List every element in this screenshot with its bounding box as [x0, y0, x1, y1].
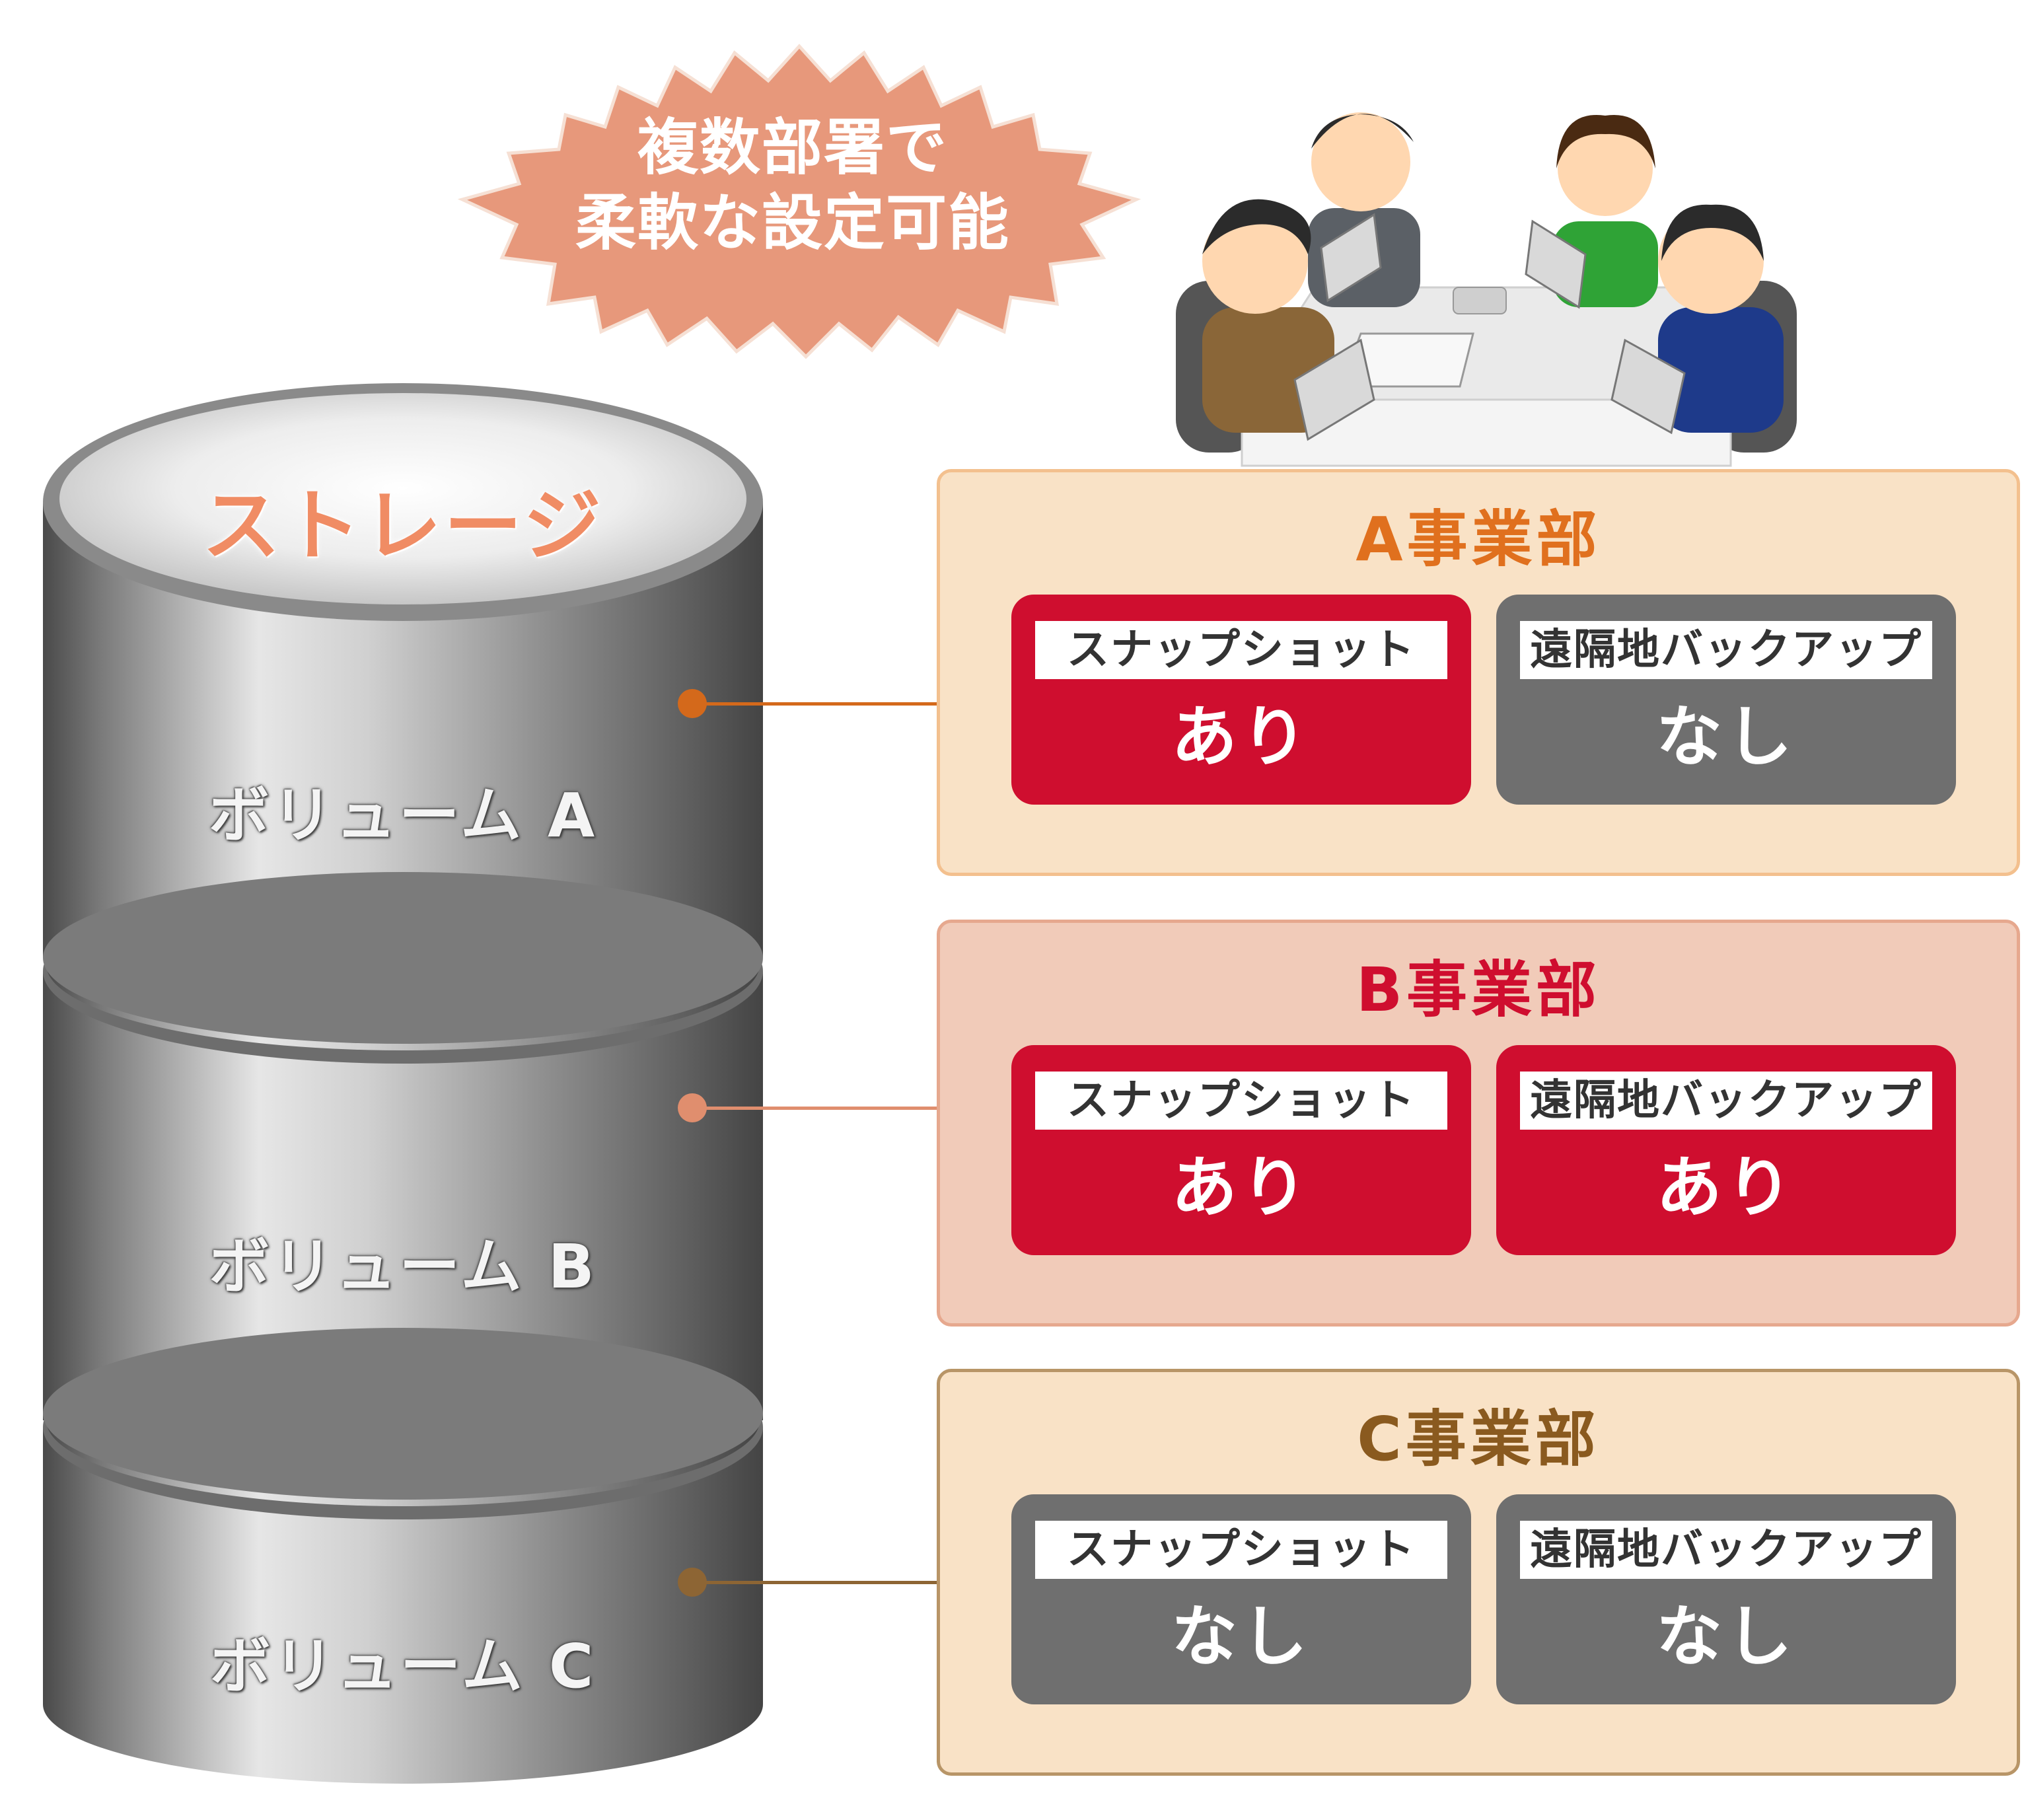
volume-c-label: ボリューム C	[209, 1631, 597, 1702]
snapshot-value: あり	[1171, 698, 1311, 776]
storage-cylinder	[43, 383, 763, 1784]
department-title-c: C事業部	[1357, 1404, 1600, 1474]
burst-text-line-1: 複数部署で	[637, 112, 948, 183]
remote-backup-card-b: 遠隔地バックアップ あり	[1496, 1045, 1956, 1255]
volume-a-label: ボリューム A	[208, 780, 598, 851]
connector-dot-a	[678, 689, 707, 718]
connector-dot-c	[678, 1568, 707, 1597]
department-panel-a: A事業部 スナップショット あり 遠隔地バックアップ なし	[937, 469, 2020, 876]
connector-line-c	[692, 1581, 938, 1584]
meeting-illustration	[1176, 112, 1797, 467]
department-title-b: B事業部	[1356, 955, 1601, 1025]
snapshot-card-b: スナップショット あり	[1011, 1045, 1471, 1255]
snapshot-card-c: スナップショット なし	[1011, 1494, 1471, 1704]
remote-backup-card-c: 遠隔地バックアップ なし	[1496, 1494, 1956, 1704]
snapshot-card-a: スナップショット あり	[1011, 595, 1471, 805]
department-title-a: A事業部	[1356, 504, 1601, 575]
remote-backup-value: あり	[1656, 1149, 1796, 1226]
speech-burst	[457, 44, 1141, 359]
connector-line-b	[692, 1107, 938, 1110]
snapshot-label: スナップショット	[1035, 1072, 1447, 1130]
connector-dot-b	[678, 1093, 707, 1122]
storage-title: ストレージ	[202, 480, 604, 571]
snapshot-value: なし	[1171, 1598, 1311, 1675]
remote-backup-label: 遠隔地バックアップ	[1520, 1521, 1932, 1579]
remote-backup-label: 遠隔地バックアップ	[1520, 621, 1932, 679]
connector-line-a	[692, 702, 938, 706]
department-panel-c: C事業部 スナップショット なし 遠隔地バックアップ なし	[937, 1369, 2020, 1776]
burst-shape	[457, 44, 1141, 359]
snapshot-label: スナップショット	[1035, 1521, 1447, 1579]
volume-b-label: ボリューム B	[209, 1231, 597, 1302]
snapshot-label: スナップショット	[1035, 621, 1447, 679]
department-panel-b: B事業部 スナップショット あり 遠隔地バックアップ あり	[937, 920, 2020, 1327]
burst-text-line-2: 柔軟な設定可能	[575, 188, 1010, 258]
remote-backup-card-a: 遠隔地バックアップ なし	[1496, 595, 1956, 805]
remote-backup-label: 遠隔地バックアップ	[1520, 1072, 1932, 1130]
remote-backup-value: なし	[1656, 1598, 1796, 1675]
snapshot-value: あり	[1171, 1149, 1311, 1226]
remote-backup-value: なし	[1656, 698, 1796, 776]
